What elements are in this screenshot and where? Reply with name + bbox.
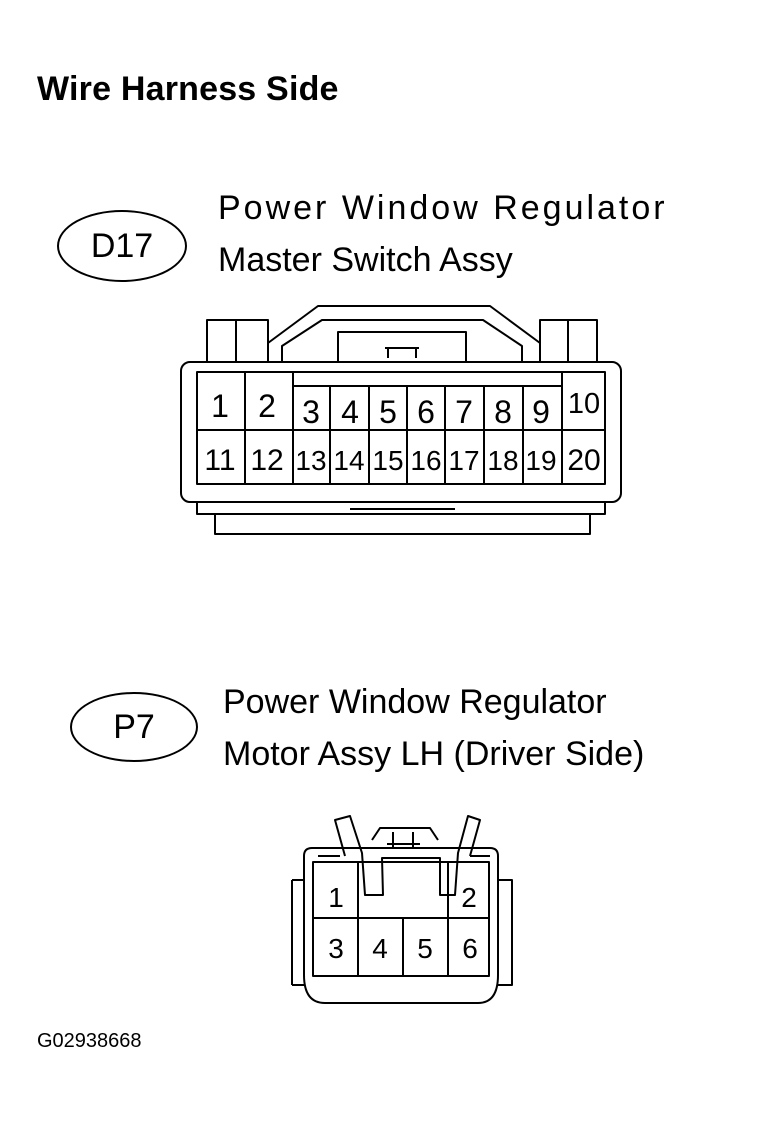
pin-label: 5 [417,933,433,964]
connector-code-badge-p7: P7 [70,692,198,762]
pin-label: 3 [328,933,344,964]
pin-label: 8 [494,394,512,430]
pin-label: 10 [568,388,600,420]
pin-label: 5 [379,394,397,430]
pin-label: 4 [341,394,359,430]
pin-label: 2 [461,882,477,913]
pin-label: 13 [295,445,326,476]
pin-label: 7 [455,394,473,430]
connector-description-d17: Power Window Regulator Master Switch Ass… [218,182,668,286]
page-title: Wire Harness Side [37,70,339,108]
connector-code-p7: P7 [113,707,155,746]
pin-label: 2 [258,388,276,424]
connector-code-d17: D17 [90,226,154,265]
pin-label: 9 [532,394,550,430]
pin-label: 18 [487,445,518,476]
pin-label: 6 [417,394,435,430]
pin-label: 3 [302,394,320,430]
connector-name-line2-d17: Master Switch Assy [218,241,513,279]
pin-label: 4 [372,933,388,964]
pin-label: 11 [204,444,235,477]
pin-label: 1 [328,882,344,913]
connector-name-line2-p7: Motor Assy LH (Driver Side) [223,735,645,773]
connector-description-p7: Power Window Regulator Motor Assy LH (Dr… [223,676,644,780]
connector-name-line1-p7: Power Window Regulator [223,683,607,721]
figure-code: G02938668 [37,1030,142,1052]
pin-label: 1 [211,388,229,424]
pin-label: 15 [372,445,403,476]
d17-connector-body [180,305,622,535]
pin-label: 17 [448,445,479,476]
pin-label: 12 [250,444,283,477]
pin-label: 19 [525,445,556,476]
pin-label: 6 [462,933,478,964]
pin-label: 14 [333,445,364,476]
pin-label: 20 [567,444,600,477]
connector-code-badge-d17: D17 [57,210,187,282]
pin-label: 16 [410,445,441,476]
connector-name-line1-d17: Power Window Regulator [218,189,668,227]
p7-connector-body [291,815,513,1004]
